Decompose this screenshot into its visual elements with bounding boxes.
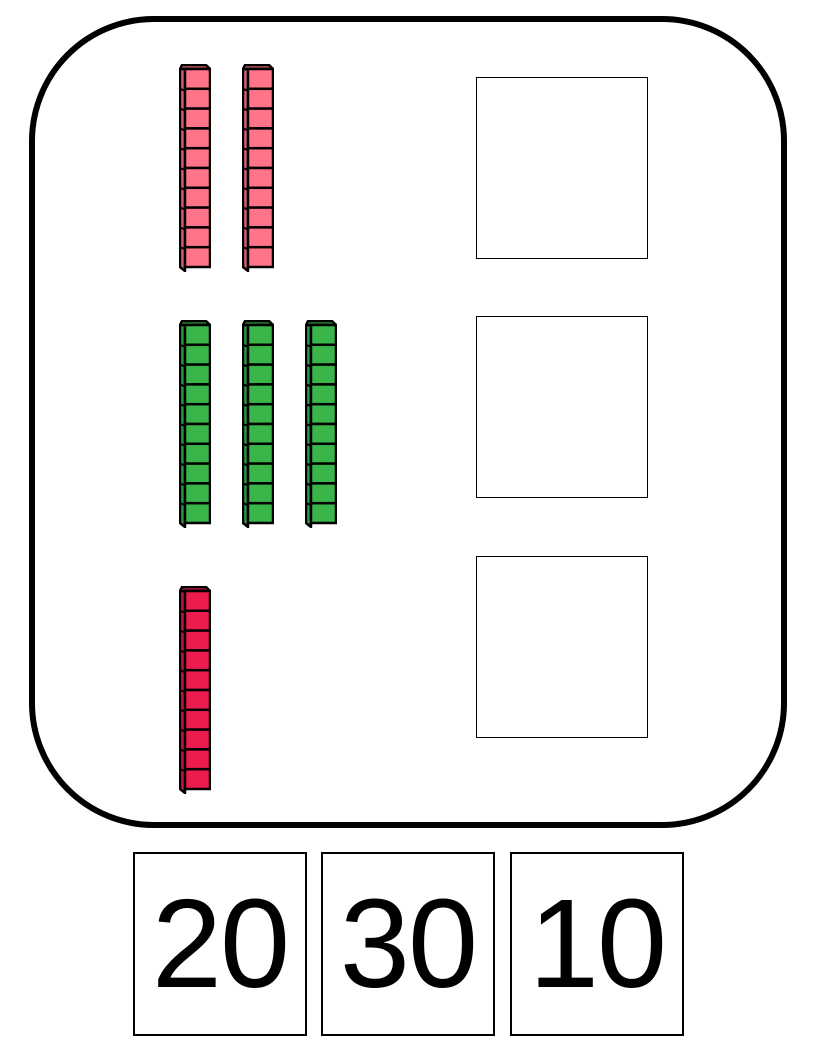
number-card-20[interactable]: 20: [133, 852, 307, 1036]
answer-box-2[interactable]: [476, 316, 648, 498]
tens-rod-icon: [178, 319, 212, 529]
number-card-value: 10: [528, 873, 667, 1014]
tens-rod-icon: [178, 63, 212, 273]
tens-rod-icon: [241, 63, 275, 273]
answer-box-3[interactable]: [476, 556, 648, 738]
tens-rod-icon: [304, 319, 338, 529]
tens-rod-icon: [178, 585, 212, 795]
number-card-30[interactable]: 30: [321, 852, 495, 1036]
number-card-value: 30: [339, 873, 478, 1014]
worksheet-frame: [29, 16, 787, 828]
number-card-10[interactable]: 10: [510, 852, 684, 1036]
tens-rod-icon: [241, 319, 275, 529]
answer-box-1[interactable]: [476, 77, 648, 259]
number-card-value: 20: [151, 873, 290, 1014]
